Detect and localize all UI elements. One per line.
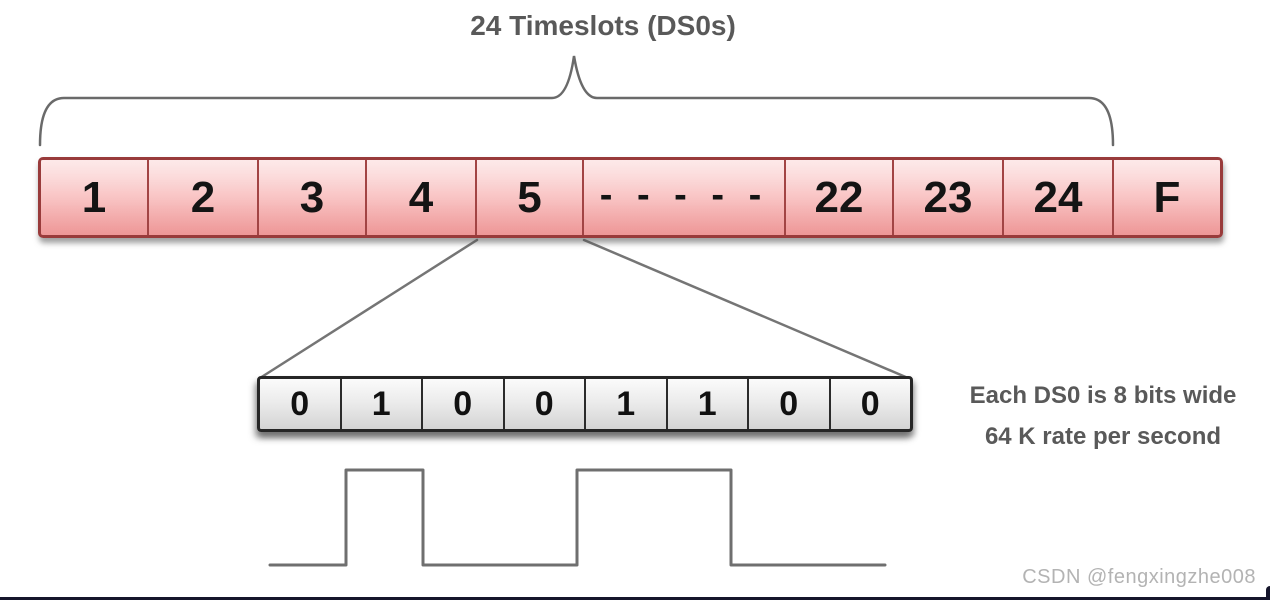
timeslot-cell-4: 4	[367, 160, 477, 235]
bit-cell-3: 0	[423, 379, 505, 429]
ds0-description-line1: Each DS0 is 8 bits wide	[969, 382, 1237, 409]
timeslot-cell-24: 24	[1004, 160, 1114, 235]
bit-cell-6: 1	[668, 379, 749, 429]
ds0-description: Each DS0 is 8 bits wide 64 K rate per se…	[936, 376, 1270, 458]
csdn-watermark: CSDN @fengxingzhe008	[1022, 566, 1256, 588]
ds0-description-line2: 64 K rate per second	[984, 422, 1222, 450]
timeslot-cell-framing: F	[1114, 160, 1220, 235]
bit-cell-1: 0	[260, 379, 342, 429]
timeslot-cell-3: 3	[259, 160, 367, 235]
timeslot-cell-22: 22	[786, 160, 894, 235]
expand-line-right	[582, 238, 910, 380]
diagram-title: 24 Timeslots (DS0s)	[470, 10, 736, 41]
bottom-edge-line	[0, 597, 1270, 600]
bit-cell-2: 1	[342, 379, 423, 429]
bit-waveform	[268, 468, 887, 567]
timeslot-cell-ellipsis: - - - - -	[584, 160, 786, 235]
bottom-edge-corner	[1266, 586, 1270, 600]
brace-24-timeslots	[38, 55, 1115, 147]
ds0-bit-row: 0 1 0 0 1 1 0 0	[257, 376, 913, 432]
bit-cell-4: 0	[505, 379, 586, 429]
bit-cell-7: 0	[749, 379, 831, 429]
bit-cell-5: 1	[586, 379, 668, 429]
bit-cell-8: 0	[860, 384, 880, 423]
timeslot-cell-1: 1	[41, 160, 149, 235]
timeslot-cell-5: 5	[477, 160, 584, 235]
expand-line-left	[258, 238, 479, 380]
timeslot-cell-2: 2	[149, 160, 259, 235]
timeslot-cell-23: 23	[894, 160, 1004, 235]
timeslot-row: 1 2 3 4 5 - - - - - 22 23 24 F	[38, 157, 1223, 238]
